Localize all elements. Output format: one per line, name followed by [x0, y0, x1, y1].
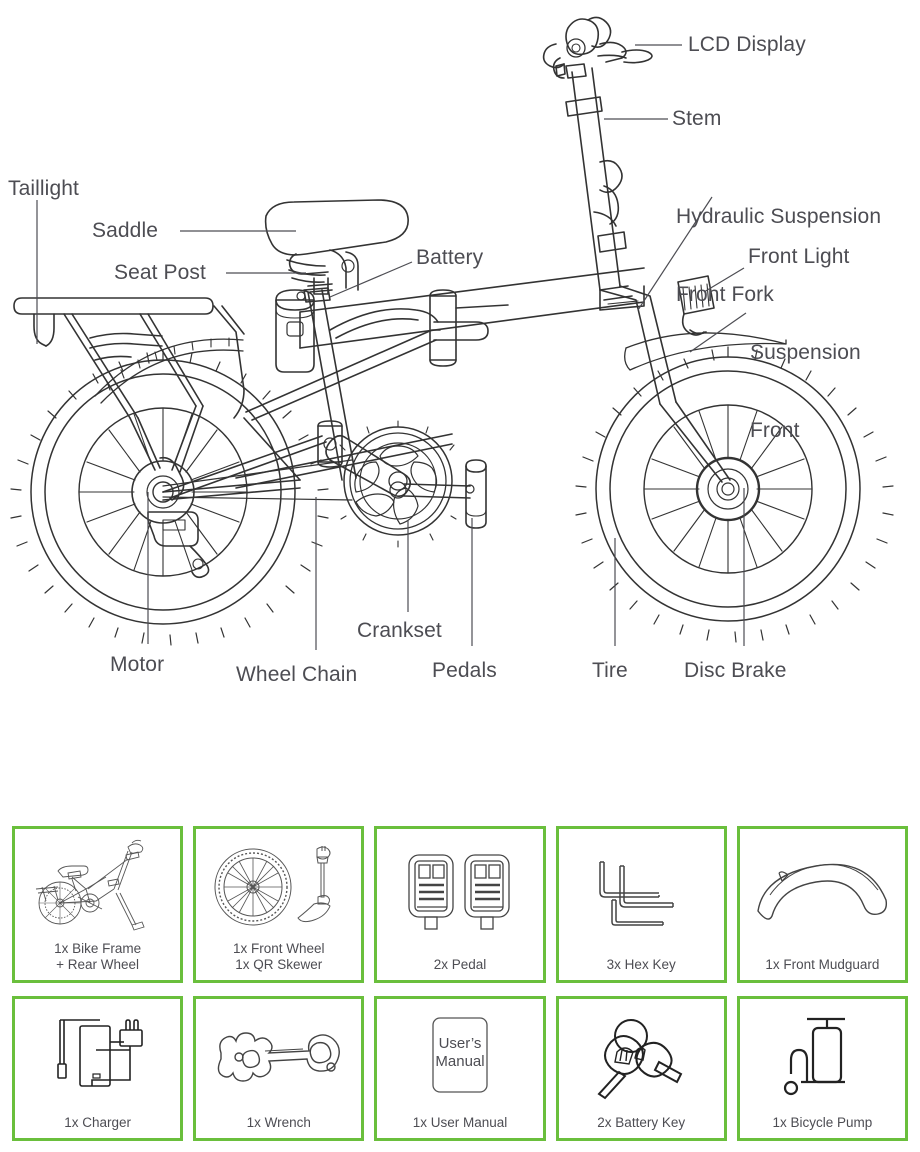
- callout-suspension-front: Suspension Front: [750, 288, 861, 496]
- bike-line-drawing: [10, 16, 894, 646]
- callout-tire: Tire: [592, 659, 628, 682]
- user-manual-icon: User’s Manual: [377, 999, 542, 1115]
- callout-seat-post: Seat Post: [114, 261, 206, 284]
- part-cell-user-manual[interactable]: User’s Manual 1x User Manual: [374, 996, 546, 1141]
- callout-pedals: Pedals: [432, 659, 497, 682]
- part-label: 1x Front Mudguard: [765, 957, 880, 972]
- callout-motor: Motor: [110, 653, 165, 676]
- part-label: 2x Battery Key: [597, 1115, 686, 1130]
- part-cell-wrench[interactable]: 1x Wrench: [193, 996, 365, 1141]
- part-cell-pedal[interactable]: 2x Pedal: [374, 826, 546, 983]
- part-label: 2x Pedal: [433, 957, 487, 972]
- part-cell-front-mudguard[interactable]: 1x Front Mudguard: [736, 826, 908, 983]
- leader-front-fork: [637, 196, 713, 311]
- callout-disc-brake: Disc Brake: [684, 659, 787, 682]
- part-label: 1x Bike Frame + Rear Wheel: [54, 941, 142, 972]
- parts-included-grid: 1x Bike Frame + Rear Wheel: [12, 826, 908, 1141]
- front-mudguard-icon: [740, 829, 905, 957]
- charger-icon: [15, 999, 180, 1115]
- part-cell-charger[interactable]: 1x Charger: [12, 996, 184, 1141]
- part-cell-bike-frame[interactable]: 1x Bike Frame + Rear Wheel: [12, 826, 184, 983]
- part-cell-battery-key[interactable]: 2x Battery Key: [555, 996, 727, 1141]
- bike-exploded-diagram: LCD Display Stem Hydraulic Suspension Fr…: [8, 16, 894, 686]
- front-wheel-icon: [196, 829, 361, 941]
- callout-front-fork-line2: Front Fork: [676, 283, 774, 306]
- part-label: 1x Bicycle Pump: [772, 1115, 873, 1130]
- callout-front-fork-line1: Hydraulic Suspension: [676, 205, 882, 228]
- callout-suspension-front-line1: Suspension: [750, 341, 861, 364]
- svg-text:User’s: User’s: [439, 1035, 482, 1052]
- svg-text:Manual: Manual: [435, 1053, 484, 1070]
- callout-front-light: Front Light: [748, 245, 850, 268]
- part-label: 1x Front Wheel 1x QR Skewer: [233, 941, 325, 972]
- part-label: 3x Hex Key: [606, 957, 676, 972]
- callout-crankset: Crankset: [357, 619, 442, 642]
- part-cell-front-wheel[interactable]: 1x Front Wheel 1x QR Skewer: [193, 826, 365, 983]
- battery-key-icon: [559, 999, 724, 1115]
- callout-battery: Battery: [416, 246, 484, 269]
- callout-stem: Stem: [672, 107, 722, 130]
- hex-key-icon: [559, 829, 724, 957]
- pedal-icon: [377, 829, 542, 957]
- part-label: 1x Wrench: [246, 1115, 311, 1130]
- leader-battery: [329, 261, 413, 298]
- bike-frame-icon: [15, 829, 180, 941]
- part-cell-hex-key[interactable]: 3x Hex Key: [555, 826, 727, 983]
- callout-wheel-chain: Wheel Chain: [236, 663, 358, 686]
- part-label: 1x Charger: [64, 1115, 131, 1130]
- callout-suspension-front-line2: Front: [750, 419, 800, 442]
- callout-taillight: Taillight: [8, 177, 79, 200]
- callout-saddle: Saddle: [92, 219, 158, 242]
- leader-front-light: [703, 267, 745, 293]
- callout-hydraulic-suspension-front-fork: Hydraulic Suspension Front Fork: [676, 152, 881, 360]
- part-label: 1x User Manual: [412, 1115, 508, 1130]
- leader-suspension-front: [689, 312, 747, 353]
- part-cell-bicycle-pump[interactable]: 1x Bicycle Pump: [736, 996, 908, 1141]
- callout-leader-lines: [36, 44, 747, 650]
- wrench-icon: [196, 999, 361, 1115]
- callout-lcd-display: LCD Display: [688, 33, 806, 56]
- bicycle-pump-icon: [740, 999, 905, 1115]
